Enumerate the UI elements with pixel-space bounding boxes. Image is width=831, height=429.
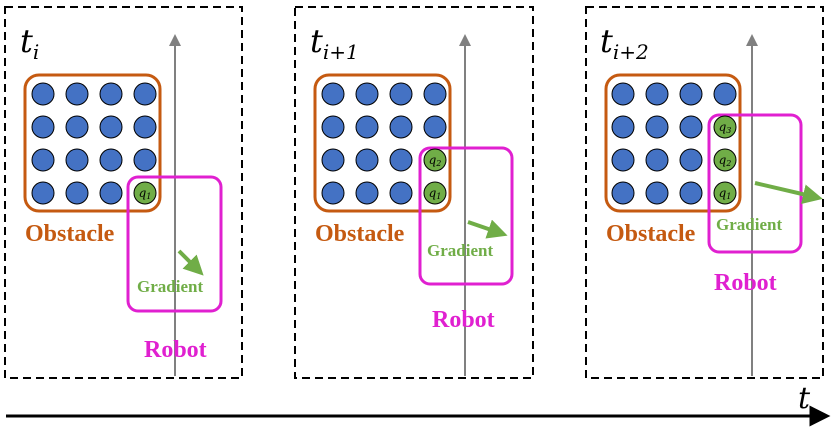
obstacle-point (355, 181, 379, 205)
obstacle-point (321, 82, 345, 106)
obstacle-point (99, 181, 123, 205)
svg-text:q2: q2 (719, 153, 732, 168)
obstacle-point (713, 82, 737, 106)
obstacle-point (31, 181, 55, 205)
obstacle-point (31, 148, 55, 172)
contact-point-q1: q1 (133, 181, 157, 205)
panel-time-label: ti (20, 22, 39, 64)
svg-text:q3: q3 (719, 120, 732, 135)
time-axis-label: t (798, 381, 811, 416)
panel-frame (585, 6, 824, 379)
obstacle-point (645, 115, 669, 139)
obstacle-point-grid (611, 82, 737, 205)
obstacle-point (65, 148, 89, 172)
contact-point-q1: q1 (423, 181, 447, 205)
panel-time-label: ti+2 (600, 22, 649, 64)
svg-text:q1: q1 (139, 186, 152, 201)
obstacle-point (355, 115, 379, 139)
obstacle-point-grid (321, 82, 447, 205)
obstacle-point (65, 181, 89, 205)
gradient-label: Gradient (427, 241, 493, 260)
obstacle-point (611, 115, 635, 139)
panel-frame (294, 6, 534, 379)
obstacle-point (645, 82, 669, 106)
panel-time-label: ti+1 (310, 22, 359, 64)
svg-text:q2: q2 (429, 153, 442, 168)
obstacle-point (679, 148, 703, 172)
obstacle-box (23, 73, 162, 213)
robot-box (418, 146, 514, 286)
contact-point-q1: q1 (713, 181, 737, 205)
obstacle-point (99, 82, 123, 106)
obstacle-point (389, 115, 413, 139)
obstacle-point (321, 181, 345, 205)
obstacle-point (679, 115, 703, 139)
obstacle-point (31, 115, 55, 139)
obstacle-point (611, 181, 635, 205)
gradient-arrow (467, 219, 508, 239)
obstacle-point-grid (31, 82, 157, 205)
obstacle-point (133, 115, 157, 139)
contact-point-q2: q2 (423, 148, 447, 172)
gradient-arrow (177, 249, 204, 276)
obstacle-box (313, 73, 452, 213)
obstacle-point (611, 148, 635, 172)
obstacle-point (65, 82, 89, 106)
obstacle-point (389, 181, 413, 205)
obstacle-point (133, 148, 157, 172)
obstacle-point (645, 181, 669, 205)
gradient-label: Gradient (137, 277, 203, 296)
robot-box (707, 113, 803, 254)
svg-text:q1: q1 (429, 186, 442, 201)
robot-box (126, 175, 223, 313)
obstacle-box (604, 73, 742, 213)
obstacle-point (31, 82, 55, 106)
obstacle-point (679, 181, 703, 205)
obstacle-point (645, 148, 669, 172)
obstacle-point (321, 148, 345, 172)
robot-label: Robot (432, 307, 495, 333)
obstacle-label: Obstacle (315, 221, 405, 247)
obstacle-point (679, 82, 703, 106)
obstacle-point (321, 115, 345, 139)
obstacle-point (423, 115, 447, 139)
panel-t-i: ti q1 Gradient Obstacle R (4, 6, 243, 379)
obstacle-point (99, 115, 123, 139)
obstacle-point (133, 82, 157, 106)
robot-label: Robot (714, 270, 777, 296)
panel-t-i-plus-1: ti+1 q2 q1 Gradie (294, 6, 534, 379)
obstacle-label: Obstacle (25, 221, 115, 247)
svg-text:q1: q1 (719, 186, 732, 201)
obstacle-point (389, 82, 413, 106)
panel-frame (4, 6, 243, 379)
gradient-arrow (754, 181, 823, 205)
obstacle-point (65, 115, 89, 139)
gradient-label: Gradient (716, 215, 782, 234)
obstacle-label: Obstacle (606, 221, 696, 247)
contact-point-q2: q2 (713, 148, 737, 172)
obstacle-point (423, 82, 447, 106)
robot-label: Robot (144, 337, 207, 363)
obstacle-point (99, 148, 123, 172)
obstacle-point (611, 82, 635, 106)
contact-point-q3: q3 (713, 115, 737, 139)
panel-t-i-plus-2: ti+2 q3 q2 q1 (585, 6, 824, 379)
obstacle-point (355, 82, 379, 106)
obstacle-point (355, 148, 379, 172)
obstacle-point (389, 148, 413, 172)
